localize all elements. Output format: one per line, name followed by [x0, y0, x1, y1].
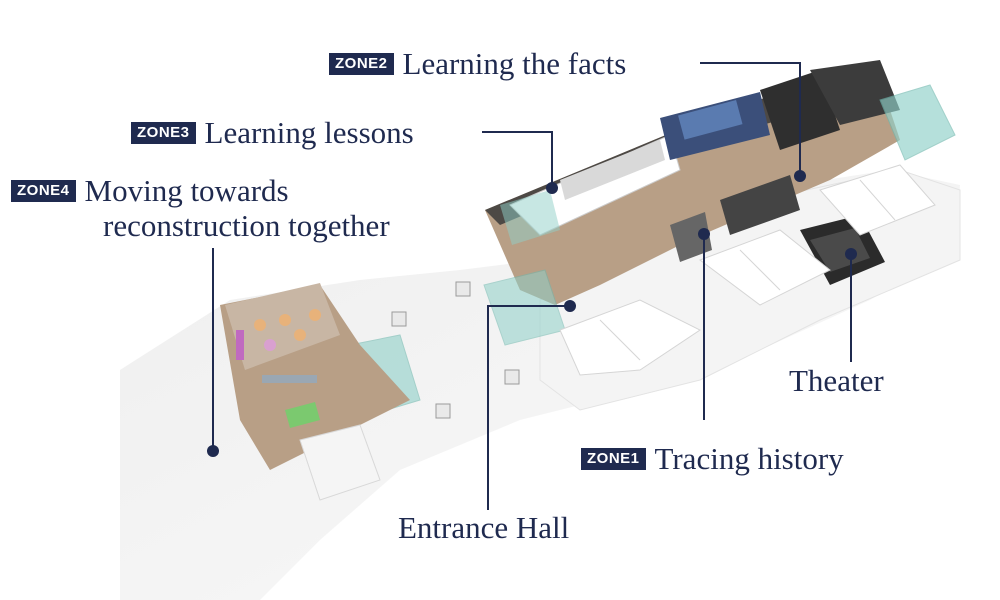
theater-dot: [845, 248, 857, 260]
zone3-title: Learning lessons: [204, 115, 414, 150]
zone4-floor: [220, 283, 410, 501]
zone1-title: Tracing history: [654, 441, 844, 476]
zone2-dot: [794, 170, 806, 182]
zone3-badge: ZONE3: [131, 122, 196, 144]
leader-lines: [212, 62, 852, 510]
outdoor-blocks: [391, 281, 520, 419]
zone4-title-line1: Moving towards: [84, 173, 289, 208]
zone2-badge: ZONE2: [329, 53, 394, 75]
zone1-badge: ZONE1: [581, 448, 646, 470]
leader-dots: [207, 170, 857, 457]
zone3-leader: [482, 131, 553, 186]
zone4-dot: [207, 445, 219, 457]
entrance-hall-label: Entrance Hall: [398, 510, 570, 545]
zone1-label: ZONE1 Tracing history: [581, 442, 844, 476]
zone3-label: ZONE3 Learning lessons: [131, 116, 414, 150]
zone2-leader: [700, 62, 801, 172]
entrance-dot: [564, 300, 576, 312]
zone2-title: Learning the facts: [402, 46, 627, 81]
zone1-dot: [698, 228, 710, 240]
zone4-label: ZONE4 Moving towards: [11, 174, 289, 208]
theater-label: Theater: [789, 363, 884, 398]
white-rooms: [559, 164, 936, 376]
zone3-dot: [546, 182, 558, 194]
zone2-label: ZONE2 Learning the facts: [329, 47, 626, 81]
zone4-badge: ZONE4: [11, 180, 76, 202]
entrance-leader: [487, 305, 570, 510]
zone4-title-line2: reconstruction together: [103, 208, 390, 243]
